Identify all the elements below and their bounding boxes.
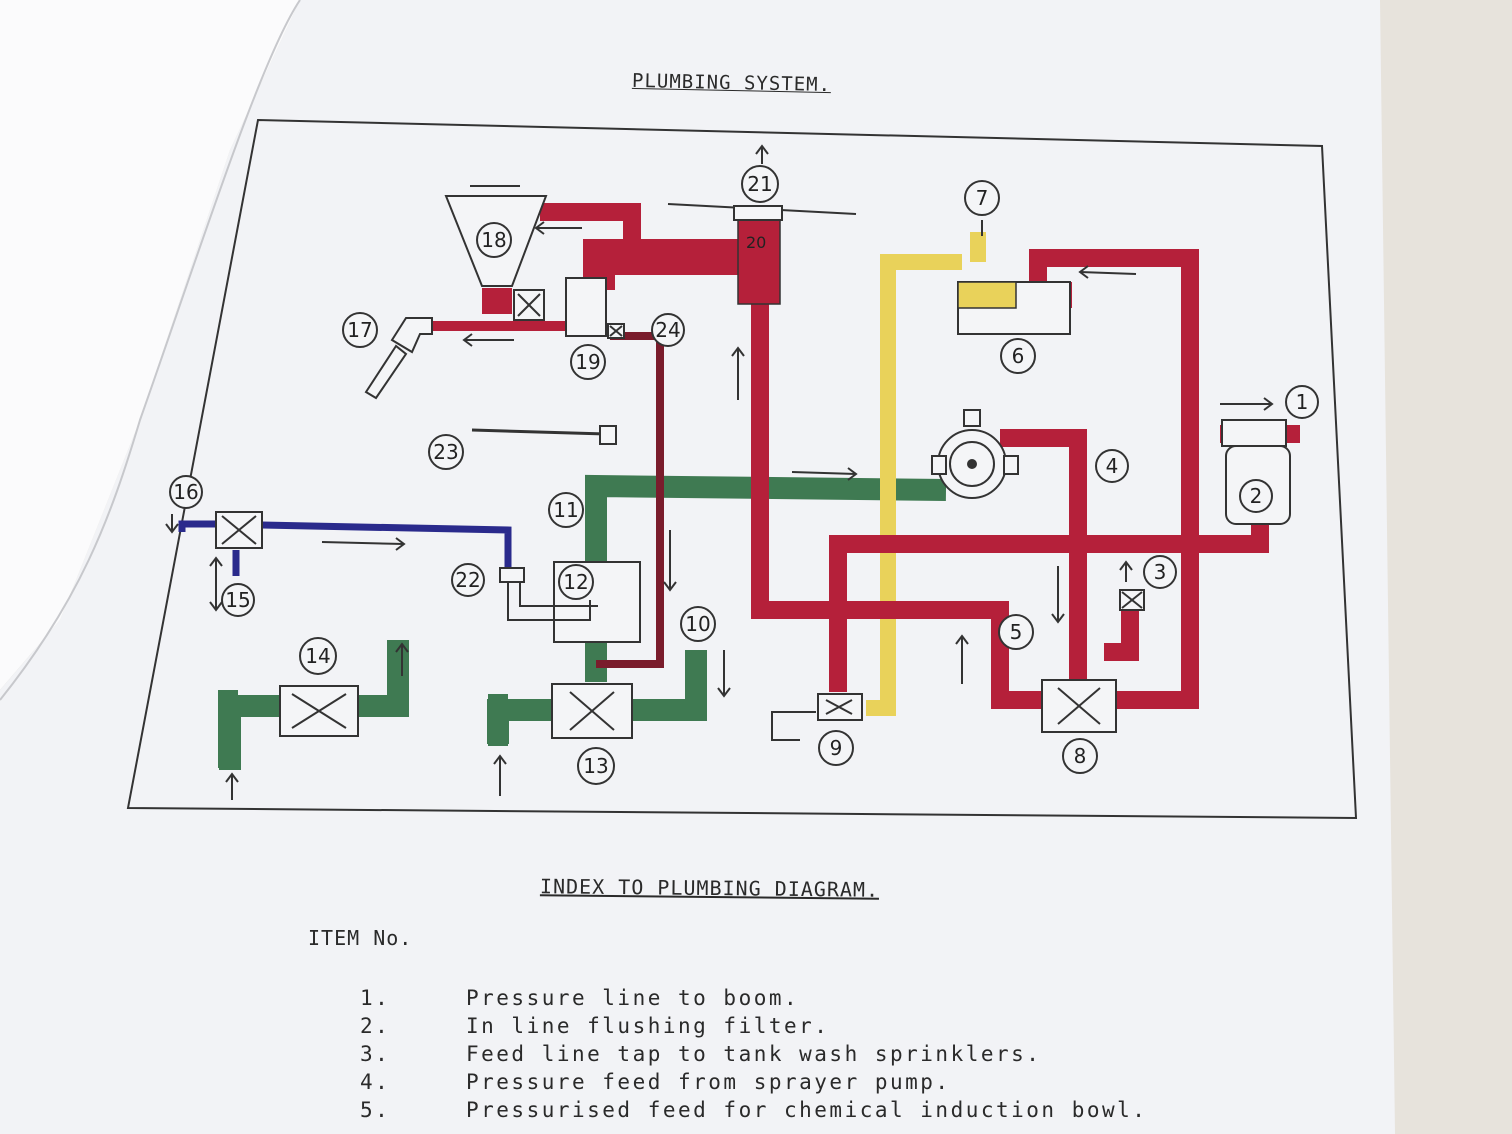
index-item: 3. Feed line tap to tank wash sprinklers.	[360, 1042, 1041, 1066]
callout-label-4: 4	[1106, 454, 1119, 478]
callout-label-10: 10	[685, 612, 710, 636]
pressure-lines	[540, 203, 1300, 709]
callout-label-22: 22	[455, 568, 480, 592]
callout-label-11: 11	[553, 498, 578, 522]
callout-label-21: 21	[747, 172, 772, 196]
callout-label-24: 24	[655, 318, 680, 342]
background-right	[1380, 0, 1512, 1134]
callout-label-17: 17	[347, 318, 372, 342]
index-item-text: Pressure feed from sprayer pump.	[466, 1070, 951, 1094]
callout-label-8: 8	[1074, 744, 1087, 768]
index-item-number: 2.	[360, 1014, 391, 1038]
callout-label-5: 5	[1010, 620, 1023, 644]
pipe-9-outlet	[771, 711, 816, 741]
index-item-text: Feed line tap to tank wash sprinklers.	[466, 1042, 1042, 1066]
index-item-number: 1.	[360, 986, 391, 1010]
callouts	[169, 165, 1319, 785]
callout-label-12: 12	[563, 570, 588, 594]
blue-line	[178, 520, 512, 576]
label-20: 20	[746, 233, 766, 252]
diagram-frame	[126, 118, 1358, 820]
index-item-text: In line flushing filter.	[466, 1014, 830, 1038]
callout-label-15: 15	[225, 588, 250, 612]
pipe-22	[507, 582, 591, 621]
callout-label-9: 9	[830, 736, 843, 760]
yellow-line	[866, 232, 986, 716]
callout-label-14: 14	[305, 644, 330, 668]
index-item-number: 5.	[360, 1098, 391, 1122]
spray-gun-17	[364, 317, 433, 400]
index-item: 5. Pressurised feed for chemical inductio…	[360, 1098, 1147, 1122]
flow-arrows	[165, 144, 1274, 800]
index-item-number: 4.	[360, 1070, 391, 1094]
callout-label-6: 6	[1012, 344, 1025, 368]
callout-label-1: 1	[1296, 390, 1309, 414]
pump-4	[931, 409, 1019, 499]
callout-label-18: 18	[481, 228, 506, 252]
callout-label-7: 7	[976, 186, 989, 210]
index-item: 4. Pressure feed from sprayer pump.	[360, 1070, 951, 1094]
index-item-text: Pressurised feed for chemical induction …	[466, 1098, 1148, 1122]
callout-label-3: 3	[1154, 560, 1167, 584]
index-item: 2. In line flushing filter.	[360, 1014, 829, 1038]
callout-label-19: 19	[575, 350, 600, 374]
index-header: ITEM No.	[308, 926, 413, 950]
callout-label-2: 2	[1250, 484, 1263, 508]
callout-label-23: 23	[433, 440, 458, 464]
box-12	[553, 561, 641, 643]
index-item-number: 3.	[360, 1042, 391, 1066]
callout-label-13: 13	[583, 754, 608, 778]
inlet-22	[499, 567, 525, 583]
box-19	[565, 277, 607, 337]
index-item: 1. Pressure line to boom.	[360, 986, 799, 1010]
index-item-text: Pressure line to boom.	[466, 986, 800, 1010]
callout-label-16: 16	[173, 480, 198, 504]
probe-23	[471, 428, 607, 436]
index-title: INDEX TO PLUMBING DIAGRAM.	[539, 874, 880, 902]
